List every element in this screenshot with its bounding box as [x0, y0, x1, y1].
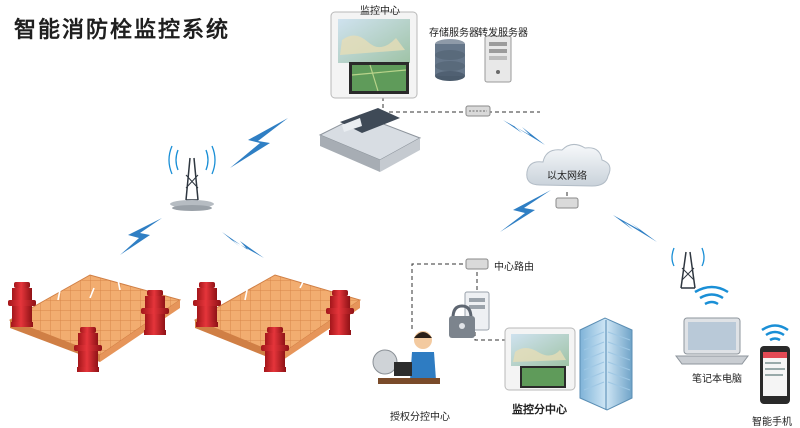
lightning-bolt-4 — [613, 215, 657, 242]
secure-server-icon — [449, 291, 490, 338]
smartphone-icon — [760, 324, 790, 404]
hydrant-1 — [8, 282, 36, 327]
control-building-icon — [318, 108, 422, 172]
page-title: 智能消防栓监控系统 — [14, 18, 231, 43]
office-building-icon — [579, 317, 633, 411]
laptop-icon — [675, 285, 749, 365]
hydrant-2 — [141, 290, 169, 335]
radio-tower-left — [168, 145, 216, 211]
line-server-to-branch — [474, 325, 515, 341]
label-smartphone: 智能手机 — [752, 417, 792, 428]
center-router-icon — [465, 258, 489, 270]
label-monitor-center: 监控中心 — [360, 6, 400, 17]
line-center-to-switch — [382, 97, 470, 113]
label-storage-server: 存储服务器 — [429, 28, 479, 39]
hydrant-3 — [74, 327, 102, 372]
ethernet-cloud — [526, 144, 611, 187]
hydrant-6 — [261, 327, 289, 372]
label-authorized-branch: 授权分控中心 — [390, 412, 450, 423]
label-forward-server: 转发服务器 — [478, 28, 528, 39]
laptop-wifi-icon — [694, 285, 729, 306]
phone-wifi-icon — [761, 324, 789, 342]
lightning-bolt-6 — [222, 232, 264, 258]
center-switch-icon — [465, 105, 491, 117]
operator-icon — [372, 331, 440, 384]
lightning-bolt-2 — [503, 120, 545, 145]
forward-server-icon — [484, 35, 512, 83]
hydrant-4 — [193, 282, 221, 327]
line-router-to-operator — [411, 263, 477, 330]
lightning-bolt-1 — [230, 118, 288, 168]
branch-monitor-display — [504, 327, 576, 391]
radio-tower-right — [671, 247, 705, 289]
label-laptop: 笔记本电脑 — [692, 374, 742, 385]
hydrant-5 — [326, 290, 354, 335]
label-monitor-branch: 监控分中心 — [512, 403, 567, 416]
cloud-switch-icon — [555, 197, 579, 209]
storage-server-icon — [435, 39, 465, 81]
lightning-bolt-5 — [120, 218, 162, 255]
label-center-router: 中心路由 — [494, 262, 534, 273]
lightning-bolt-3 — [500, 190, 551, 232]
label-ethernet: 以太网络 — [547, 171, 587, 182]
monitor-center-display — [330, 11, 418, 99]
lightning-bolts — [120, 118, 657, 258]
